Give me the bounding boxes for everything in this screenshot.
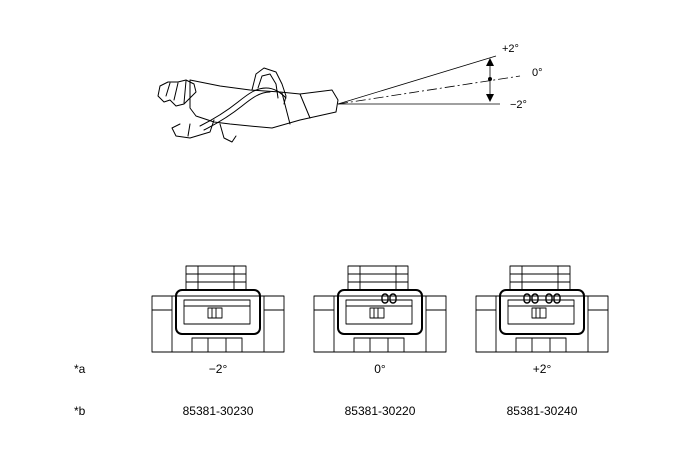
- nozzle-body: [189, 79, 339, 129]
- center-point-icon: [488, 77, 492, 81]
- connector-slot: [507, 299, 575, 325]
- angle-mark-icon: [523, 293, 531, 304]
- connector-3-part-number: 85381-30240: [506, 404, 578, 418]
- connector-2-front-view: [313, 265, 447, 353]
- connector-top-housing: [185, 265, 247, 291]
- nozzle-side-view: [157, 55, 521, 143]
- center-angle-line: [337, 75, 521, 105]
- connector-1-front-view: [151, 265, 285, 353]
- row-a-label: *a: [74, 362, 86, 376]
- connector-top-housing: [347, 265, 409, 291]
- lower-angle-label: −2°: [510, 99, 527, 111]
- connector-2-angle: 0°: [374, 362, 386, 376]
- connector-face: [175, 289, 261, 335]
- connector-1-part-number: 85381-30230: [182, 404, 254, 418]
- wire: [199, 87, 287, 127]
- arrow-up-icon: [486, 58, 494, 66]
- angle-mark-icon: [553, 293, 561, 304]
- angle-mark-icon: [381, 293, 389, 304]
- row-b-label: *b: [74, 404, 86, 418]
- connector-3-front-view: [475, 265, 609, 353]
- middle-angle-label: 0°: [532, 67, 543, 79]
- connector-1-angle: −2°: [208, 362, 228, 376]
- angle-mark-icon: [531, 293, 539, 304]
- arrow-down-icon: [486, 94, 494, 102]
- connector-face: [499, 289, 585, 335]
- upper-angle-label: +2°: [502, 43, 519, 55]
- connector-3-angle: +2°: [532, 362, 552, 376]
- angle-mark-icon: [545, 293, 553, 304]
- connector-top-housing: [509, 265, 571, 291]
- upper-angle-line: [337, 55, 497, 105]
- connector-face: [337, 289, 423, 335]
- clip-bracket: [251, 67, 287, 105]
- connector-slot: [183, 299, 251, 325]
- connector-slot: [345, 299, 413, 325]
- angle-mark-icon: [389, 293, 397, 304]
- connector-2-part-number: 85381-30220: [344, 404, 416, 418]
- hose-nipple: [157, 79, 197, 107]
